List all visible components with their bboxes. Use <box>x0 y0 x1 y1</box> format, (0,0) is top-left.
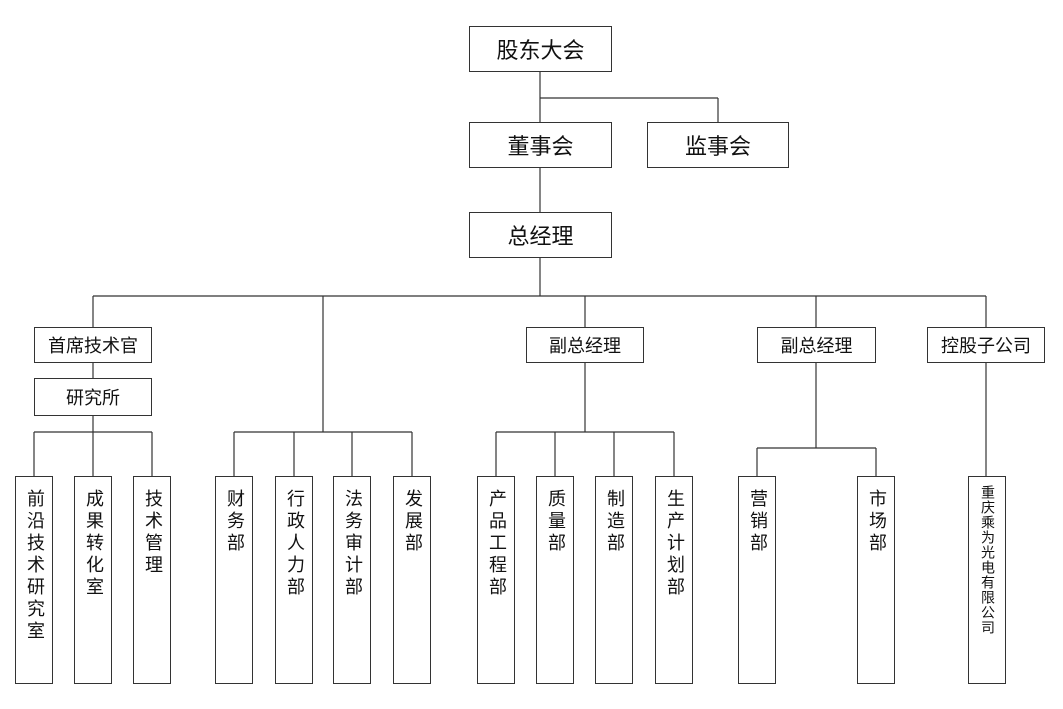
dept-box: 生产计划部 <box>655 476 693 684</box>
vp2-box: 副总经理 <box>757 327 876 363</box>
dept-label: 生产计划部 <box>664 489 685 599</box>
dept-box: 成果转化室 <box>74 476 112 684</box>
dept-label: 行政人力部 <box>284 489 305 599</box>
dept-box: 行政人力部 <box>275 476 313 684</box>
dept-box: 法务审计部 <box>333 476 371 684</box>
supervisors-label: 监事会 <box>684 135 751 160</box>
dept-label: 发展部 <box>402 489 423 555</box>
dept-box: 市场部 <box>857 476 895 684</box>
institute-label: 研究所 <box>66 388 120 409</box>
cto-label: 首席技术官 <box>48 336 138 357</box>
dept-box: 制造部 <box>595 476 633 684</box>
subsidiary-group-box: 控股子公司 <box>927 327 1045 363</box>
dept-box: 前沿技术研究室 <box>15 476 53 684</box>
gm-label: 总经理 <box>507 225 574 250</box>
dept-box: 营销部 <box>738 476 776 684</box>
dept-label: 财务部 <box>224 489 245 555</box>
dept-box: 财务部 <box>215 476 253 684</box>
dept-label: 成果转化室 <box>83 489 104 599</box>
dept-box: 技术管理 <box>133 476 171 684</box>
vp1-label: 副总经理 <box>549 336 621 357</box>
board-label: 董事会 <box>507 135 574 160</box>
board-box: 董事会 <box>469 122 612 168</box>
dept-label: 技术管理 <box>142 489 163 577</box>
cto-box: 首席技术官 <box>34 327 152 363</box>
dept-label: 法务审计部 <box>342 489 363 599</box>
dept-box: 质量部 <box>536 476 574 684</box>
dept-label: 制造部 <box>604 489 625 555</box>
dept-label: 前沿技术研究室 <box>24 489 45 643</box>
subsidiary-box: 重庆乘为光电有限公司 <box>968 476 1006 684</box>
dept-box: 发展部 <box>393 476 431 684</box>
dept-label: 产品工程部 <box>486 489 507 599</box>
shareholders-label: 股东大会 <box>496 39 585 64</box>
dept-label: 市场部 <box>866 489 887 555</box>
subsidiary-group-label: 控股子公司 <box>941 336 1031 357</box>
subsidiary-label: 重庆乘为光电有限公司 <box>979 485 995 635</box>
gm-box: 总经理 <box>469 212 612 258</box>
vp2-label: 副总经理 <box>780 336 853 357</box>
supervisors-box: 监事会 <box>647 122 789 168</box>
vp1-box: 副总经理 <box>526 327 644 363</box>
dept-label: 质量部 <box>545 489 566 555</box>
dept-label: 营销部 <box>747 489 768 555</box>
shareholders-box: 股东大会 <box>469 26 612 72</box>
institute-box: 研究所 <box>34 378 152 416</box>
dept-box: 产品工程部 <box>477 476 515 684</box>
